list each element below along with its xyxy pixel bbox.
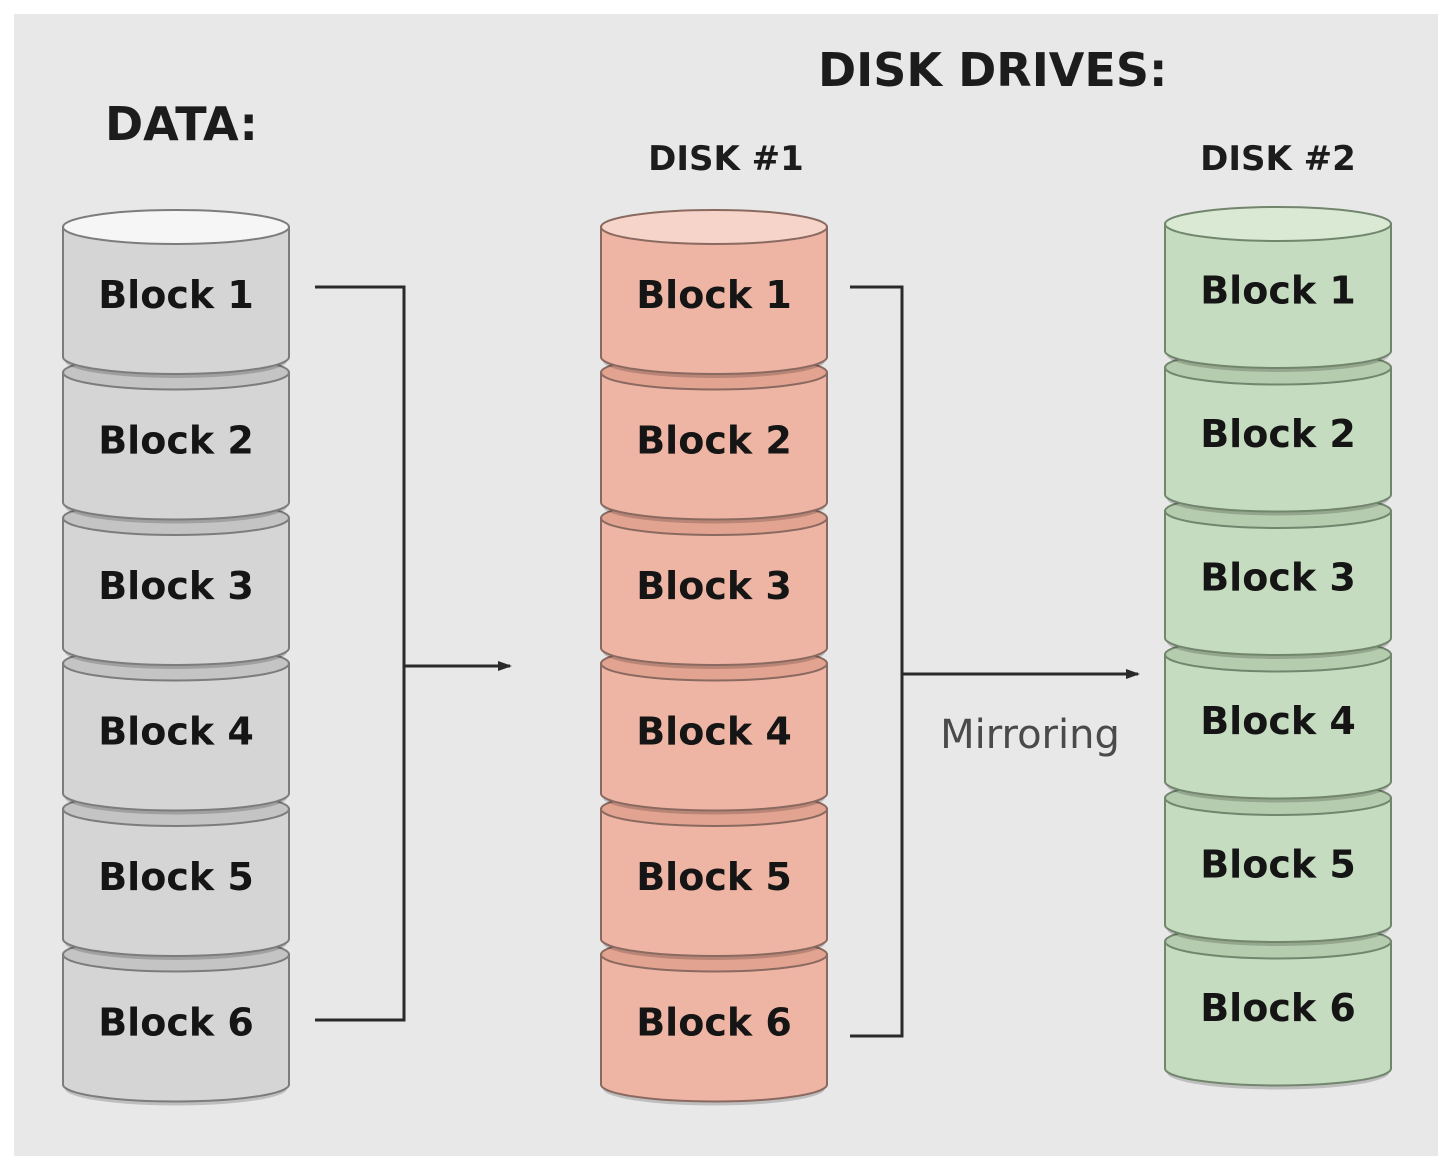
block-label: Block 2 — [636, 419, 792, 463]
cylinder-body — [600, 953, 828, 1103]
block-3-cylinder: Block 3 — [1164, 493, 1392, 659]
block-label: Block 4 — [98, 710, 254, 754]
block-1-cylinder: Block 1 — [62, 209, 290, 378]
block-6-cylinder: Block 6 — [1164, 923, 1392, 1090]
cylinder-body — [600, 226, 828, 375]
cylinder-body — [62, 517, 290, 666]
block-label: Block 3 — [1200, 556, 1356, 600]
block-label: Block 4 — [636, 710, 792, 754]
cylinder-body — [1164, 940, 1392, 1087]
data-stack: Block 6 Block 5 Block 4 Block 3 Block 2 Block… — [62, 209, 290, 1106]
cylinder-body — [600, 517, 828, 666]
block-label: Block 2 — [1200, 412, 1356, 456]
block-5-cylinder: Block 5 — [62, 791, 290, 960]
block-4-cylinder: Block 4 — [600, 645, 828, 815]
cylinder-body — [1164, 797, 1392, 943]
cylinder-body — [1164, 366, 1392, 513]
cylinder-body — [600, 662, 828, 812]
block-label: Block 1 — [636, 273, 792, 317]
block-2-cylinder: Block 2 — [62, 354, 290, 524]
disk1-to-disk2-connector — [850, 285, 1140, 1038]
cylinder-top — [62, 209, 290, 245]
block-1-cylinder: Block 1 — [1164, 206, 1392, 372]
block-4-cylinder: Block 4 — [1164, 636, 1392, 803]
cylinder-body — [62, 371, 290, 521]
block-4-cylinder: Block 4 — [62, 645, 290, 815]
block-label: Block 3 — [636, 564, 792, 608]
block-6-cylinder: Block 6 — [62, 936, 290, 1106]
block-2-cylinder: Block 2 — [600, 354, 828, 524]
block-label: Block 5 — [1200, 843, 1356, 887]
data-to-disk1-connector — [315, 285, 512, 1022]
block-label: Block 5 — [98, 855, 254, 899]
disk1-stack: Block 6 Block 5 Block 4 Block 3 Block 2 Block… — [600, 209, 828, 1106]
block-label: Block 1 — [98, 273, 254, 317]
disk1-heading: DISK #1 — [648, 139, 804, 179]
cylinder-body — [1164, 223, 1392, 369]
block-label: Block 5 — [636, 855, 792, 899]
data-heading: DATA: — [105, 97, 258, 151]
cylinder-body — [600, 371, 828, 521]
cylinder-body — [1164, 653, 1392, 800]
cylinder-body — [62, 808, 290, 957]
block-3-cylinder: Block 3 — [600, 500, 828, 669]
block-1-cylinder: Block 1 — [600, 209, 828, 378]
block-label: Block 6 — [636, 1001, 792, 1045]
cylinder-body — [62, 226, 290, 375]
block-3-cylinder: Block 3 — [62, 500, 290, 669]
disk2-heading: DISK #2 — [1200, 139, 1356, 179]
block-label: Block 6 — [98, 1001, 254, 1045]
block-label: Block 3 — [98, 564, 254, 608]
block-5-cylinder: Block 5 — [1164, 780, 1392, 946]
block-label: Block 4 — [1200, 699, 1356, 743]
cylinder-body — [600, 808, 828, 957]
disk-drives-heading: DISK DRIVES: — [818, 43, 1167, 97]
data-bracket — [315, 285, 406, 1022]
block-2-cylinder: Block 2 — [1164, 349, 1392, 516]
cylinder-top — [1164, 206, 1392, 242]
disk2-stack: Block 6 Block 5 Block 4 Block 3 Block 2 Block… — [1164, 206, 1392, 1090]
cylinder-body — [62, 953, 290, 1103]
block-label: Block 6 — [1200, 986, 1356, 1030]
block-label: Block 2 — [98, 419, 254, 463]
block-label: Block 1 — [1200, 269, 1356, 313]
disk1-bracket — [850, 285, 904, 1038]
block-5-cylinder: Block 5 — [600, 791, 828, 960]
block-6-cylinder: Block 6 — [600, 936, 828, 1106]
cylinder-body — [1164, 510, 1392, 656]
cylinder-body — [62, 662, 290, 812]
mirroring-label: Mirroring — [940, 712, 1120, 758]
cylinder-top — [600, 209, 828, 245]
